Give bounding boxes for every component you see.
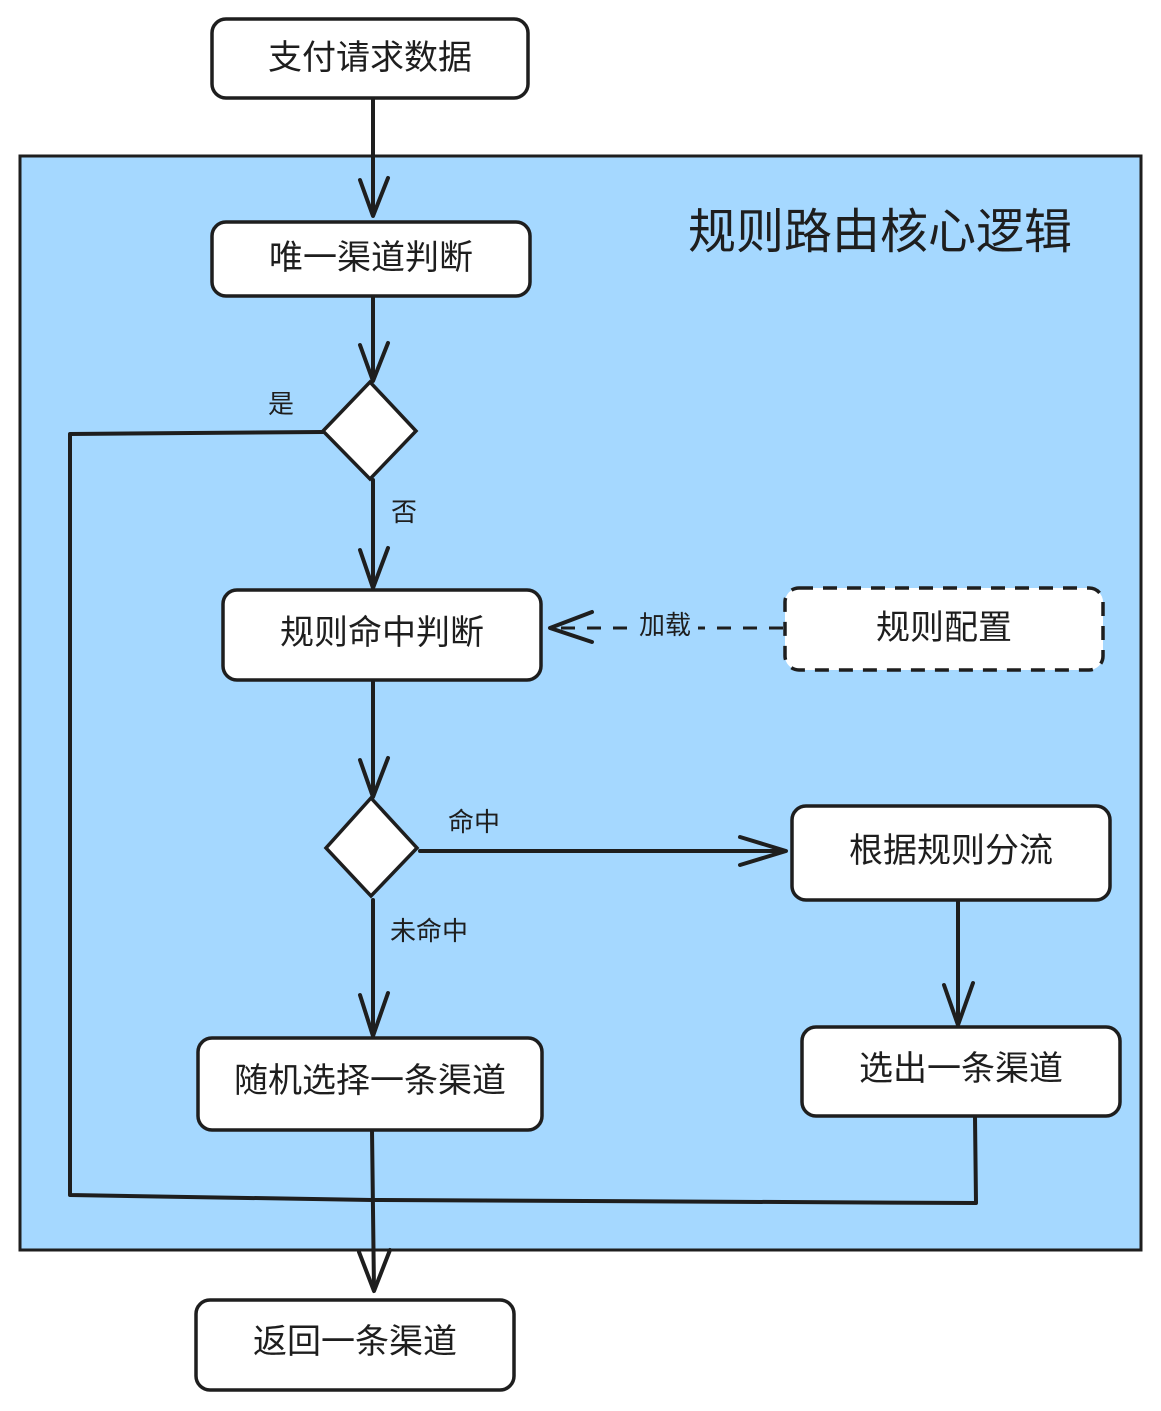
node-rule-hit-check [221, 588, 543, 682]
node-split-by-rule [790, 804, 1112, 902]
node-select-one-label: 选出一条渠道 [859, 1049, 1063, 1089]
node-rule-config [783, 586, 1105, 672]
node-unique-channel-check-label: 唯一渠道判断 [269, 238, 473, 278]
arrowhead-select [942, 981, 975, 1027]
arrowhead-diamond2 [358, 756, 390, 799]
edge-label-load: 加载 [639, 611, 691, 641]
arrowhead-split [738, 835, 788, 867]
edge-random-to-return [370, 1128, 376, 1292]
node-rule-hit-check-label: 规则命中判断 [280, 613, 484, 653]
node-payment-request-label: 支付请求数据 [268, 38, 472, 78]
node-return-channel [194, 1298, 516, 1392]
arrowhead-load [548, 610, 594, 644]
node-rule-config-label: 规则配置 [876, 608, 1012, 648]
decision-unique-channel [320, 379, 419, 482]
edge-select-to-merge [370, 1115, 978, 1205]
arrowhead-diamond1 [358, 341, 390, 383]
node-return-channel-label: 返回一条渠道 [253, 1322, 457, 1362]
node-payment-request [210, 17, 530, 100]
region-title: 规则路由核心逻辑 [688, 204, 1072, 260]
node-split-by-rule-label: 根据规则分流 [849, 831, 1053, 871]
edge-label-hit: 命中 [448, 808, 500, 838]
edge-diamond1-yes [68, 430, 374, 1202]
edge-label-no: 否 [391, 498, 417, 528]
node-select-one [800, 1025, 1122, 1118]
edge-label-yes: 是 [268, 390, 294, 420]
node-unique-channel-check [210, 220, 532, 298]
node-random-select-label: 随机选择一条渠道 [234, 1061, 506, 1101]
arrowhead-unique [358, 176, 390, 218]
arrowhead-return [357, 1248, 392, 1293]
node-random-select [196, 1036, 544, 1132]
decision-rule-hit [323, 795, 420, 899]
edge-label-miss: 未命中 [390, 917, 468, 947]
arrowhead-random [358, 991, 390, 1038]
edge-label-load-bg [632, 610, 698, 644]
arrowhead-rule-hit [358, 546, 390, 590]
